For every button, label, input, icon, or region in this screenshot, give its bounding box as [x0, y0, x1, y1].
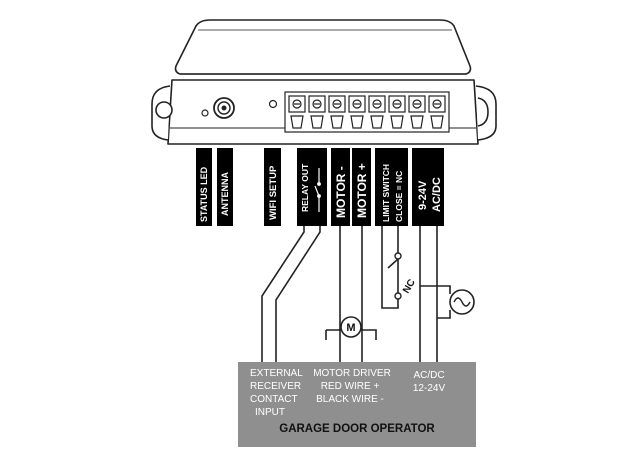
motor-minus-label: MOTOR - [334, 166, 348, 218]
terminal-wire-port [430, 115, 444, 129]
motor-driver-line-2: RED WIRE + [321, 381, 380, 392]
terminal-wire-port [350, 115, 364, 129]
power-volt-label: 9-24V [417, 180, 429, 210]
limit-switch-symbol: NC [387, 252, 418, 300]
garage-door-operator-box [238, 362, 476, 447]
limit-switch-label-box [375, 148, 408, 226]
terminal-block [284, 91, 450, 133]
ac-source-icon [449, 289, 475, 315]
power-type-label: AC/DC [431, 177, 443, 212]
ac-source-leads [420, 285, 451, 319]
status-led-label: STATUS LED [199, 166, 209, 222]
antenna-connector [213, 97, 235, 119]
relay-out-label: RELAY OUT [300, 163, 310, 212]
wifi-setup-label: WIFI SETUP [268, 165, 279, 220]
terminal-wire-port [330, 115, 344, 129]
external-line-3: CONTACT [250, 394, 298, 405]
external-line-4: INPUT [255, 407, 285, 418]
wifi-setup-button [268, 99, 278, 109]
relay-wire-a [261, 226, 305, 362]
antenna-label: ANTENNA [220, 172, 230, 216]
motor-driver-line-1: MOTOR DRIVER [313, 368, 391, 379]
motor-minus-label-box [331, 148, 350, 226]
operator-labels: EXTERNAL RECEIVER CONTACT INPUT MOTOR DR… [250, 368, 445, 435]
terminal-wire-port [410, 115, 424, 129]
close-nc-label: CLOSE = NC [394, 171, 404, 222]
terminal-wire-port [370, 115, 384, 129]
terminal-wire-port [310, 115, 324, 129]
motor-plus-label-box [352, 148, 371, 226]
relay-wire-b [275, 226, 321, 362]
wifi-setup-label-box [264, 148, 281, 226]
status-led-label-box [196, 148, 212, 226]
external-line-1: EXTERNAL [250, 368, 303, 379]
limit-loop [381, 268, 399, 309]
wires [261, 226, 451, 362]
operator-title: GARAGE DOOR OPERATOR [279, 423, 435, 435]
antenna-label-box [217, 148, 233, 226]
power-label-box [412, 148, 444, 226]
motor-symbol-label: M [346, 322, 355, 334]
terminal-wire-port [290, 115, 304, 129]
motor-driver-line-3: BLACK WIRE - [316, 394, 384, 405]
status-led-indicator [201, 109, 209, 117]
motor-symbol: M [340, 316, 362, 338]
power-line-1: AC/DC [413, 370, 444, 381]
relay-switch-icon [314, 168, 321, 212]
limit-switch-label: LIMIT SWITCH [381, 164, 391, 222]
motor-plus-label: MOTOR + [355, 163, 369, 218]
nc-switch-label: NC [401, 277, 418, 295]
terminal-wire-port [390, 115, 404, 129]
relay-out-label-box [297, 148, 327, 226]
external-line-2: RECEIVER [250, 381, 301, 392]
label-boxes: STATUS LED ANTENNA WIFI SETUP RELAY OUT … [196, 148, 444, 226]
power-line-2: 12-24V [413, 383, 446, 394]
